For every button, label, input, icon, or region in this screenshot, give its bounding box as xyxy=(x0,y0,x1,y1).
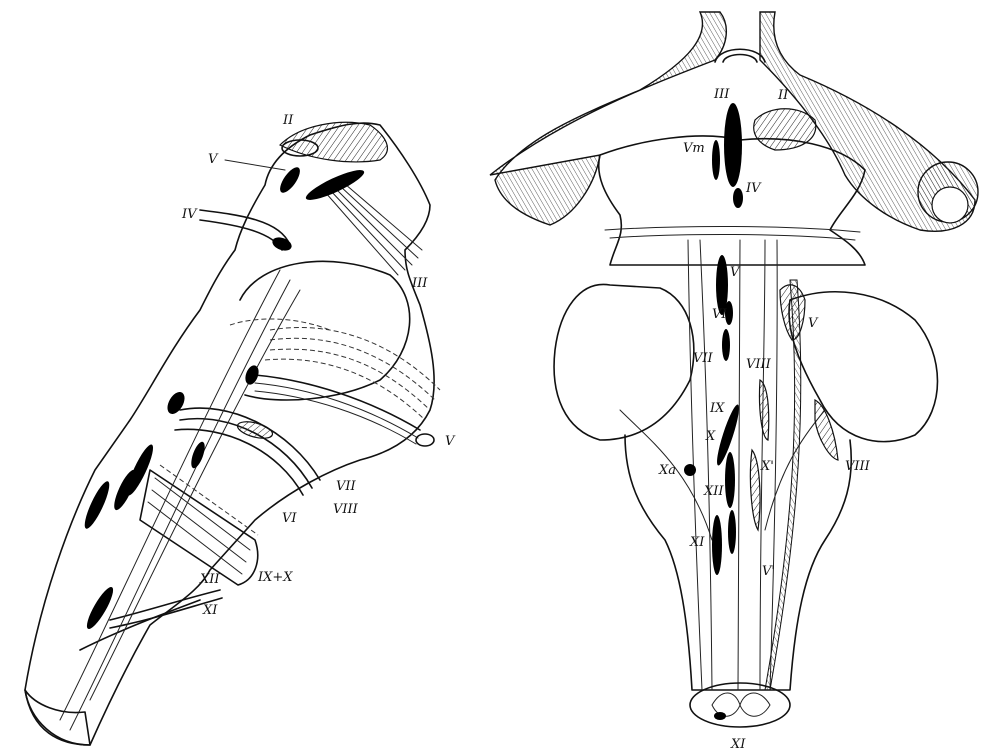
right-label-VIII-right: VIII xyxy=(845,459,871,474)
right-label-V-nucleus: V xyxy=(730,265,741,280)
left-label-XI: XI xyxy=(202,603,218,618)
right-label-IX: IX xyxy=(709,401,725,416)
left-label-V-top: V xyxy=(208,152,219,167)
right-label-III: III xyxy=(713,87,730,102)
left-label-V-side: V xyxy=(445,434,456,449)
right-label-X: X xyxy=(705,429,716,444)
left-label-IV: IV xyxy=(181,207,198,222)
left-label-XII: XII xyxy=(199,572,220,587)
right-label-Vm: Vm xyxy=(683,141,705,156)
left-label-III: III xyxy=(411,276,428,291)
right-label-X-prime: X' xyxy=(760,459,774,474)
right-label-II: II xyxy=(777,88,789,103)
right-label-IV: IV xyxy=(745,181,762,196)
left-label-VII: VII xyxy=(336,479,357,494)
left-label-IX-X: IX+X xyxy=(257,570,293,585)
right-label-Xa: Xa xyxy=(658,463,676,478)
left-label-VIII: VIII xyxy=(333,502,359,517)
right-label-V-prime: V' xyxy=(762,564,775,579)
right-label-VI: VI xyxy=(712,307,727,322)
left-label-II: II xyxy=(282,113,294,128)
right-label-V-right: V xyxy=(808,316,819,331)
right-label-XI-inner: XI xyxy=(689,535,705,550)
right-label-XI-bottom: XI xyxy=(730,737,746,752)
right-label-VII: VII xyxy=(693,351,714,366)
right-label-VIII-inner: VIII xyxy=(746,357,772,372)
right-label-XII: XII xyxy=(703,484,724,499)
left-label-VI: VI xyxy=(282,511,297,526)
